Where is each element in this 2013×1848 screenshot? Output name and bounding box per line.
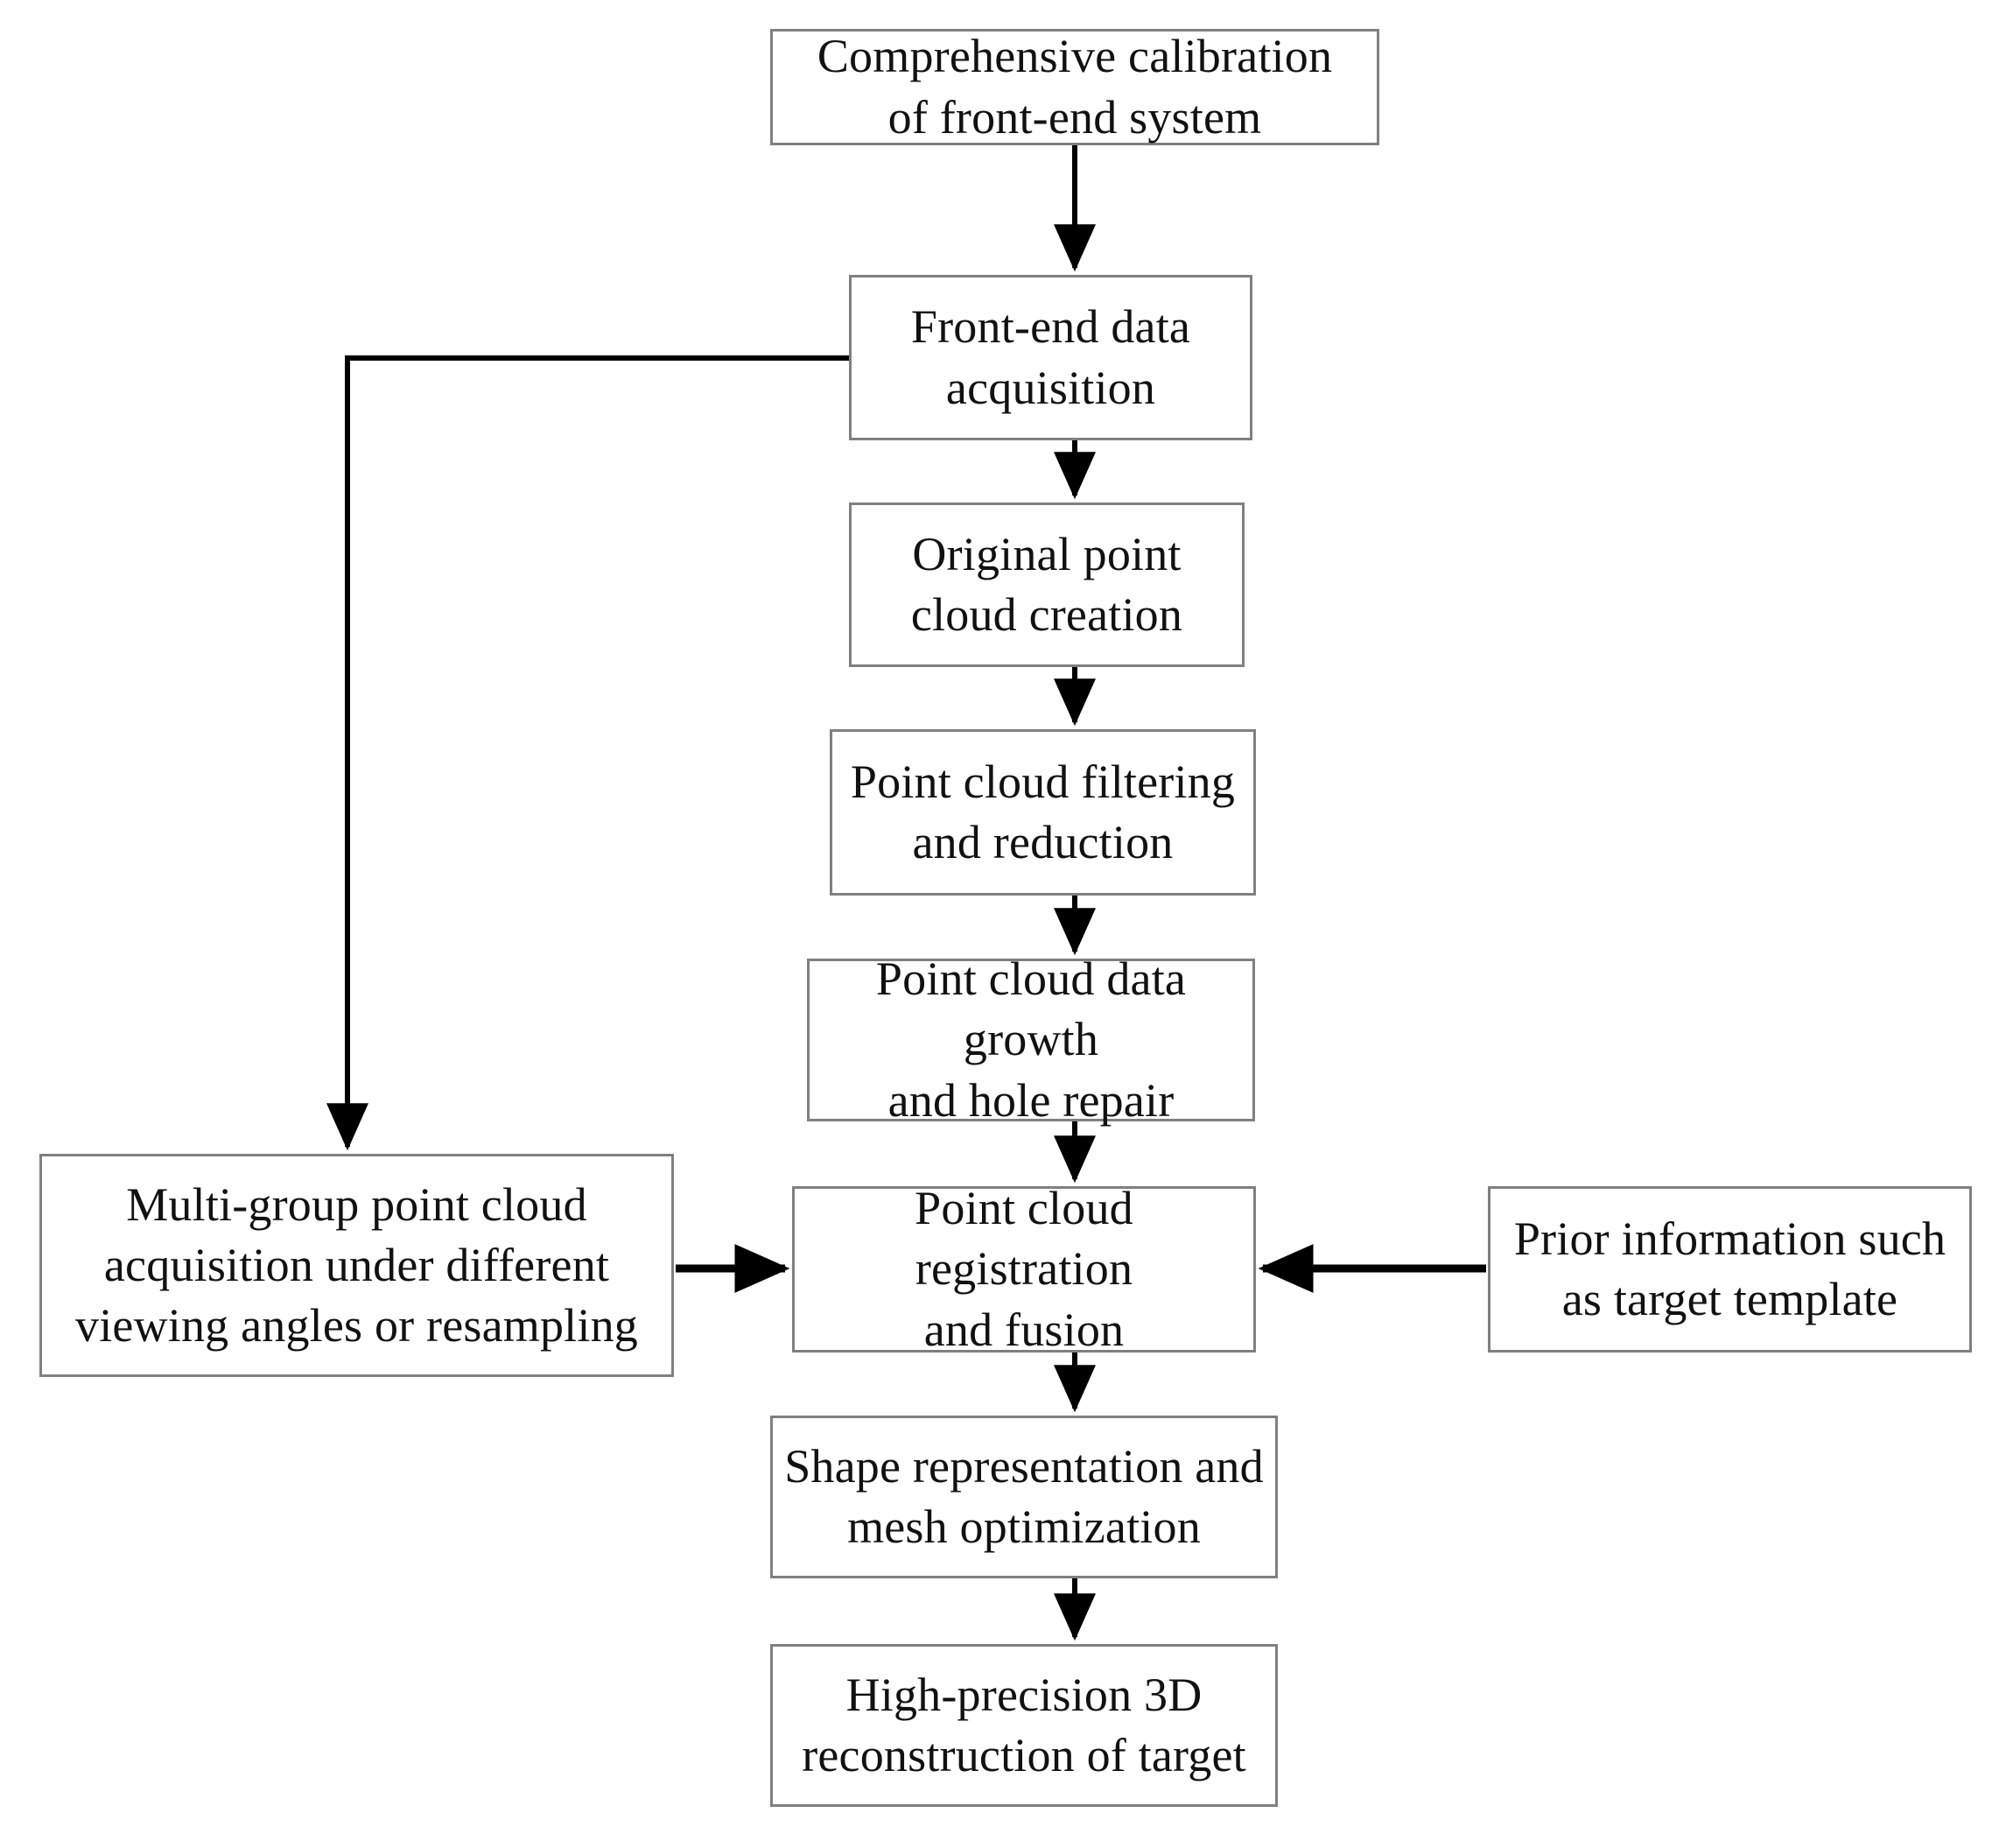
node-shape-representation-and-mesh-optimization[interactable]: Shape representation and mesh optimizati… xyxy=(770,1416,1278,1578)
node-prior-information-target-template[interactable]: Prior information such as target templat… xyxy=(1488,1186,1972,1353)
node-point-cloud-data-growth-and-hole-repair[interactable]: Point cloud data growth and hole repair xyxy=(807,952,1255,1127)
node-multi-group-point-cloud-acquisition[interactable]: Multi-group point cloud acquisition unde… xyxy=(39,1154,674,1377)
node-point-cloud-registration-and-fusion[interactable]: Point cloud registration and fusion xyxy=(792,1182,1256,1356)
node-high-precision-3d-reconstruction[interactable]: High-precision 3D reconstruction of targ… xyxy=(770,1644,1278,1807)
node-point-cloud-filtering-and-reduction[interactable]: Point cloud filtering and reduction xyxy=(830,729,1256,896)
node-original-point-cloud-creation[interactable]: Original point cloud creation xyxy=(849,502,1245,667)
node-comprehensive-calibration[interactable]: Comprehensive calibration of front-end s… xyxy=(770,29,1379,145)
edge-acquisition-to-multigroup xyxy=(326,355,849,1151)
node-front-end-data-acquisition[interactable]: Front-end data acquisition xyxy=(849,275,1252,440)
